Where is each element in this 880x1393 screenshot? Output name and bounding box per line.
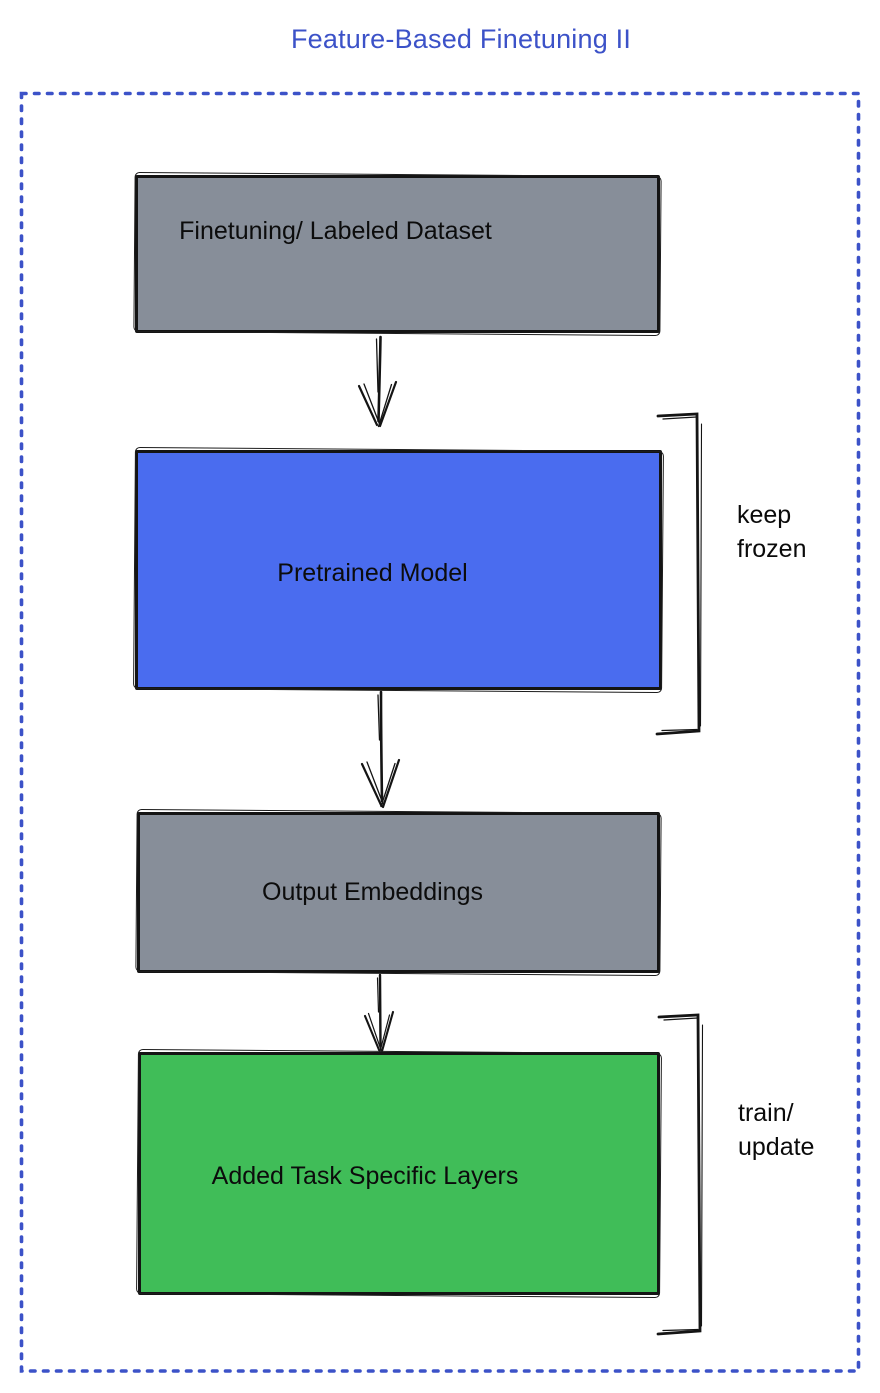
- annotation-line: frozen: [737, 535, 807, 563]
- bracket-keep-frozen: [655, 412, 703, 736]
- node-added-task-specific-layers: Added Task Specific Layers: [138, 1052, 660, 1295]
- node-label: Output Embeddings: [262, 878, 483, 906]
- node-output-embeddings: Output Embeddings: [137, 812, 660, 973]
- node-label: Finetuning/ Labeled Dataset: [179, 216, 492, 245]
- annotation-train-update: train/ update: [738, 1096, 814, 1164]
- annotation-line: update: [738, 1133, 815, 1161]
- node-pretrained-model: Pretrained Model: [135, 450, 662, 690]
- flow-arrow-down-icon: [360, 690, 401, 809]
- bracket-train-update: [656, 1013, 704, 1336]
- annotation-keep-frozen: keep frozen: [737, 498, 806, 566]
- node-label: Pretrained Model: [277, 558, 468, 587]
- flow-arrow-down-icon: [363, 973, 395, 1055]
- node-label: Added Task Specific Layers: [211, 1162, 519, 1190]
- node-finetuning-dataset: Finetuning/ Labeled Dataset: [135, 175, 660, 333]
- annotation-line: keep: [737, 501, 792, 529]
- diagram-title: Feature-Based Finetuning II: [290, 24, 632, 54]
- flow-arrow-down-icon: [357, 335, 398, 428]
- annotation-line: train/: [738, 1099, 794, 1127]
